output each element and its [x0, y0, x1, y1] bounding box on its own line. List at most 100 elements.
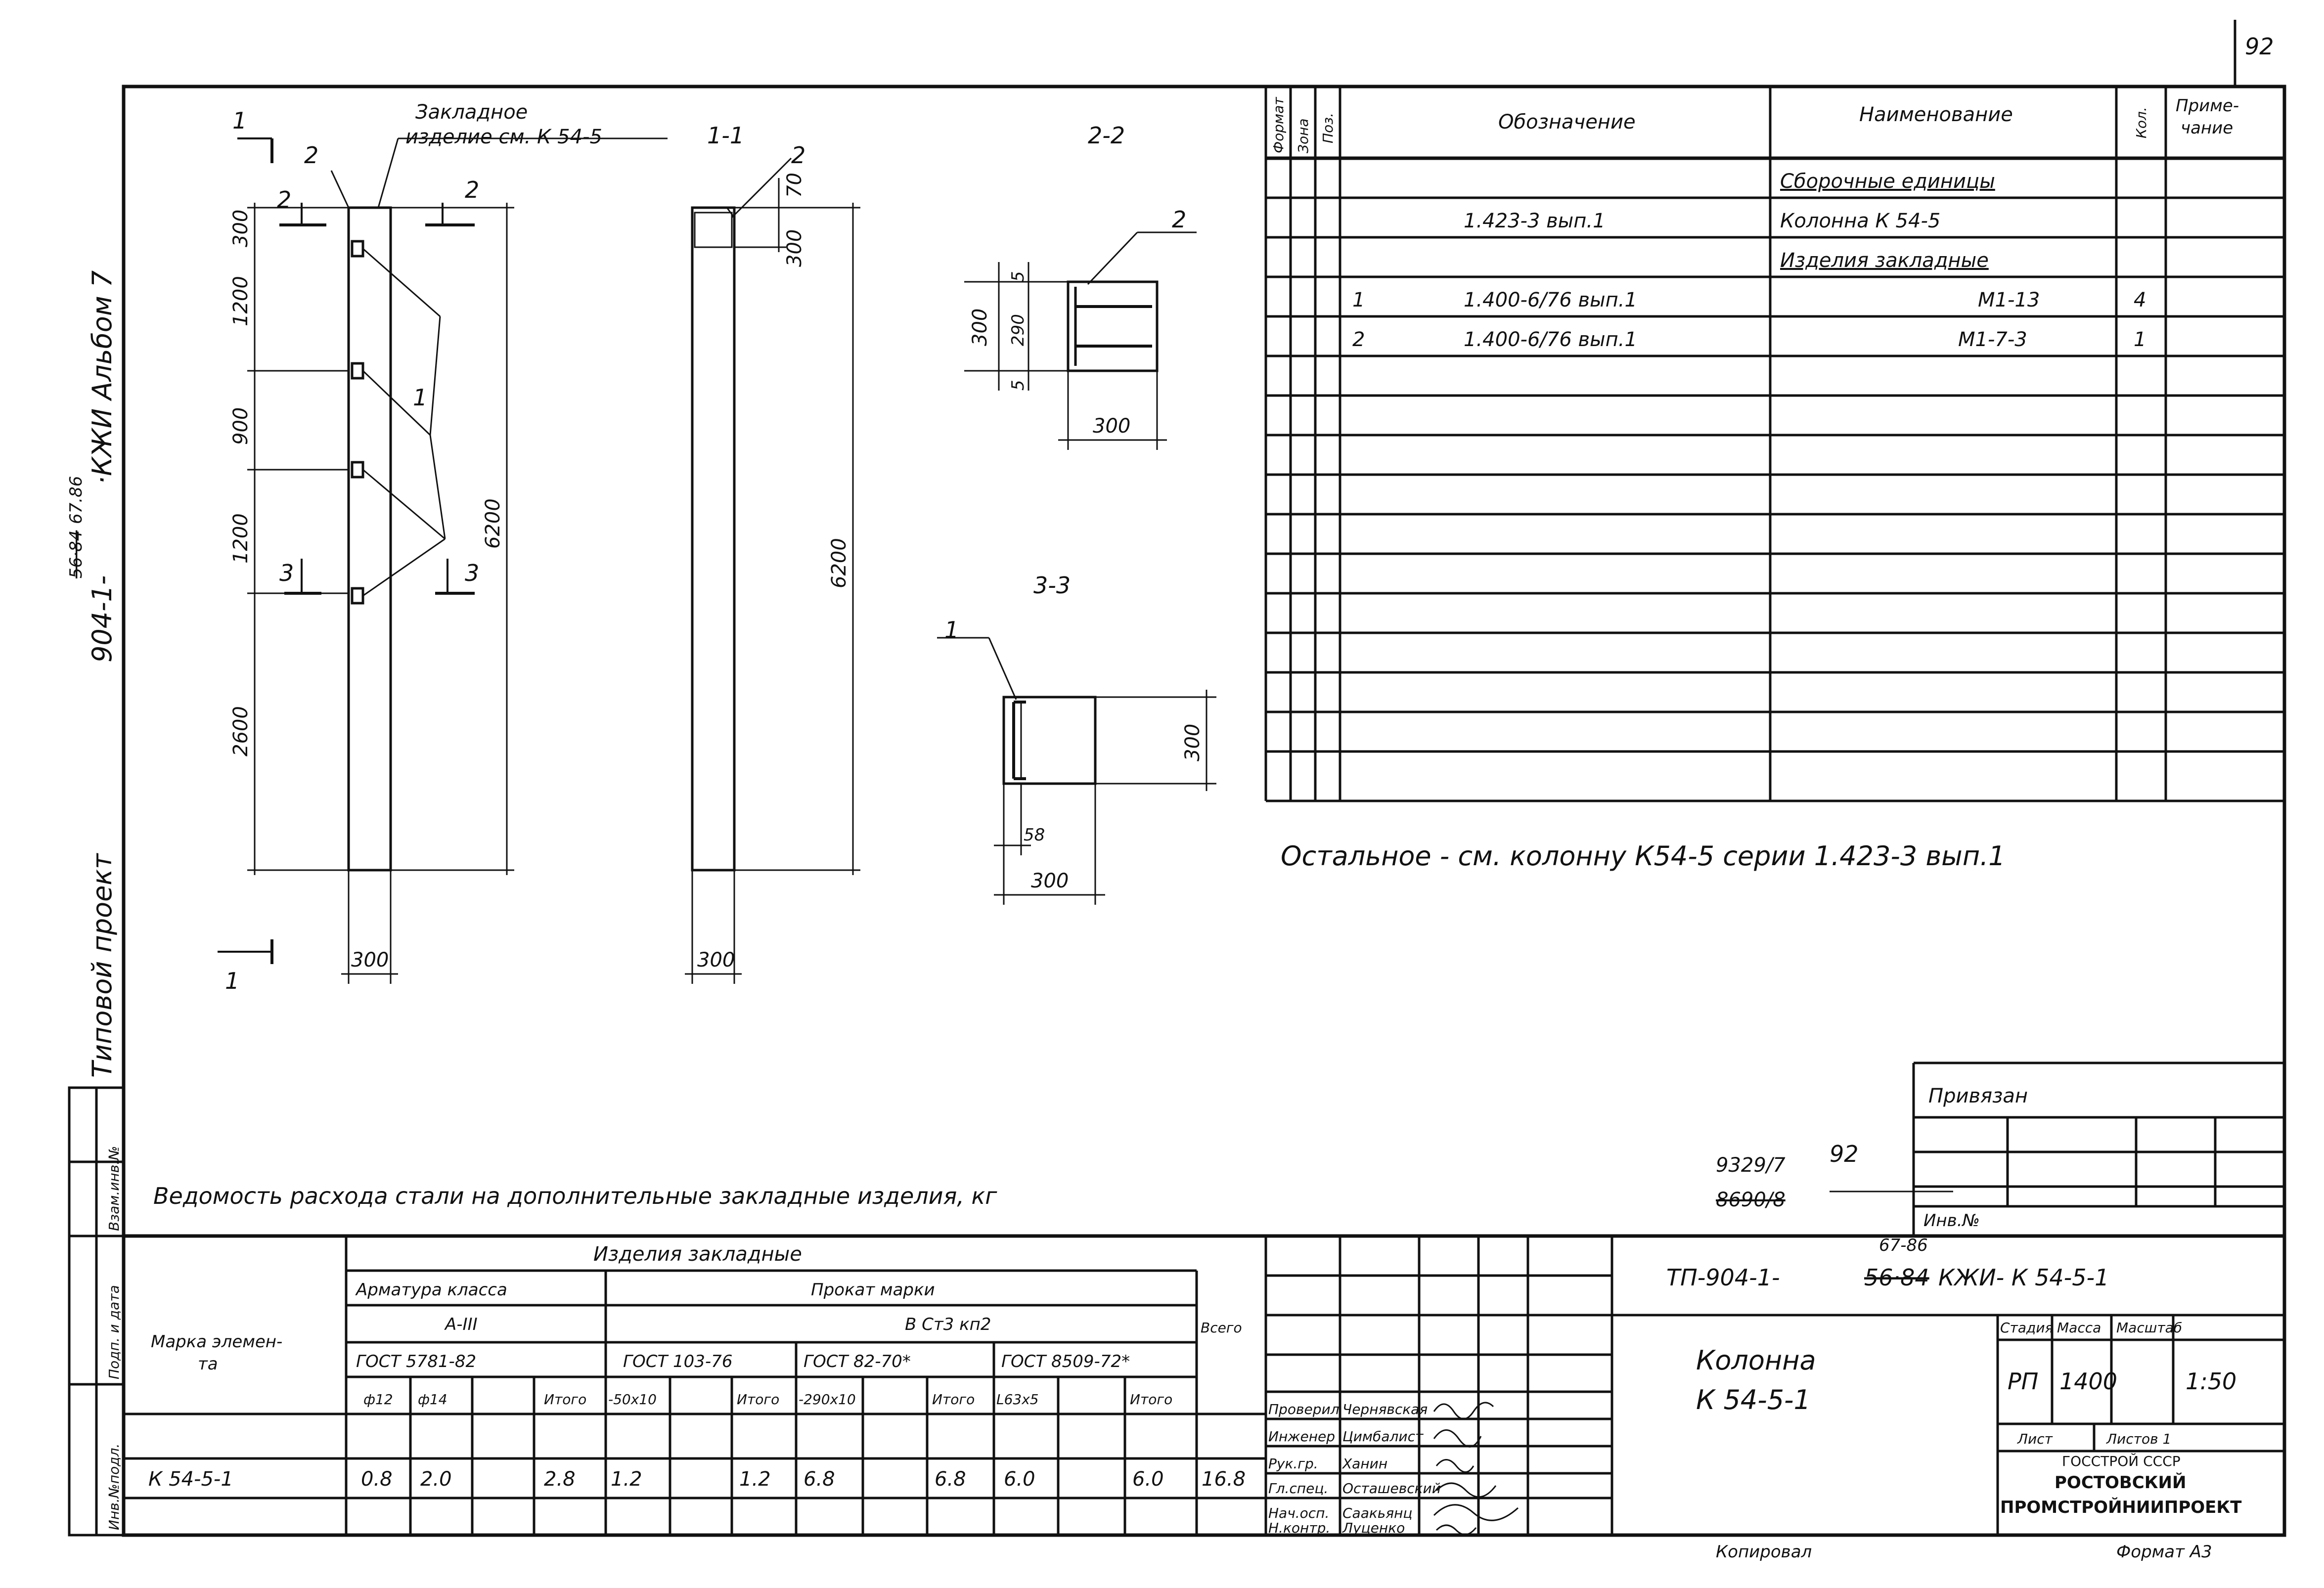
cut-mark-3-right: 3 [465, 560, 479, 586]
scale-value: 1:50 [2186, 1368, 2236, 1395]
spec-row-5-name: М1-7-3 [1958, 328, 2027, 351]
title-code-old: 56·84 [1864, 1264, 1929, 1291]
sheet-number: 92 [2245, 33, 2274, 60]
role-2: Рук.гр. [1268, 1456, 1318, 1472]
spec-row-2-name: Колонна К 54-5 [1780, 210, 1940, 232]
archive-num-new: 9329/7 [1716, 1154, 1786, 1177]
dim-s33-300v: 300 [1181, 724, 1204, 761]
title-code-suffix: КЖИ- К 54-5-1 [1938, 1264, 2109, 1291]
left-stamp-inv: Инв.№подл. [106, 1444, 122, 1530]
steel-gost-b: ГОСТ 82-70* [804, 1352, 911, 1371]
pos-label-2-elev: 2 [304, 142, 318, 169]
section-3-3 [1002, 696, 1097, 785]
side-label-series-new: 67.86 [66, 476, 86, 524]
steel-row-v4: 2.8 [544, 1468, 576, 1491]
pos-label-1-s33: 1 [944, 617, 959, 643]
cut-mark-3-left: 3 [279, 560, 294, 586]
dim-s33-58: 58 [1024, 825, 1045, 845]
dim-elev-2600: 2600 [229, 706, 252, 756]
dim-s11-width: 300 [697, 949, 735, 971]
left-stamp-replace: Взам.инв.№ [106, 1146, 122, 1231]
dim-elev-width: 300 [351, 949, 389, 971]
spec-row-1-name: Сборочные единицы [1780, 170, 1995, 193]
dim-s33-300h: 300 [1031, 870, 1069, 892]
role-4: Нач.осп. [1268, 1505, 1329, 1521]
org-line-1: ГОССТРОЙ СССР [2062, 1453, 2181, 1469]
mass-label: Масса [2057, 1320, 2101, 1336]
dim-elev-1200a: 1200 [229, 276, 252, 326]
dim-s11-300: 300 [783, 229, 806, 267]
dim-elev-900: 900 [229, 407, 252, 445]
section-1-1-title: 1-1 [707, 122, 744, 149]
steel-sub-9: Итого [932, 1391, 975, 1408]
steel-row-v8: 6.8 [804, 1468, 835, 1491]
role-name-0: Чернявская [1342, 1401, 1428, 1417]
steel-rebar-gost: ГОСТ 5781-82 [356, 1352, 476, 1371]
spec-row-2-designation: 1.423-3 вып.1 [1464, 210, 1606, 232]
spec-row-4-pos: 1 [1352, 289, 1365, 311]
dim-s22-300h: 300 [1093, 415, 1130, 438]
embedded-note-line1: Закладное [415, 101, 528, 124]
left-stamp-sign: Подп. и дата [106, 1285, 122, 1379]
role-1: Инженер [1268, 1428, 1335, 1445]
mass-value: 1400 [2059, 1368, 2117, 1395]
scale-label: Масштаб [2116, 1320, 2182, 1336]
steel-row-v5: 1.2 [611, 1468, 642, 1491]
spec-header-zone: Зона [1295, 118, 1311, 153]
sheet-frame [122, 85, 2286, 1537]
steel-sub-6: Итого [737, 1391, 779, 1408]
steel-sub-1: ф14 [418, 1391, 447, 1408]
pos-label-1-elev: 1 [413, 384, 427, 411]
stage-value: РП [2008, 1368, 2038, 1395]
steel-table-title: Ведомость расхода стали на дополнительны… [153, 1183, 997, 1209]
spec-row-3-name: Изделия закладные [1780, 249, 1989, 272]
spec-header-qty: Кол. [2133, 107, 2149, 138]
pos-label-2-s22: 2 [1172, 206, 1186, 233]
steel-gost-c: ГОСТ 8509-72* [1001, 1352, 1130, 1371]
steel-row-v11: 6.0 [1004, 1468, 1035, 1491]
role-name-2: Ханин [1341, 1456, 1387, 1472]
side-label-series-old: 56·84 [66, 530, 86, 578]
spec-header-note-1: Приме- [2176, 96, 2239, 116]
role-0: Проверил [1268, 1401, 1340, 1417]
role-name-1: Цимбалист [1342, 1428, 1424, 1445]
title-name-2: К 54-5-1 [1696, 1384, 1811, 1415]
spec-table-grid [1264, 87, 2284, 802]
column-elevation [347, 206, 392, 872]
org-line-2: РОСТОВСКИЙ [2055, 1472, 2186, 1493]
dim-elev-6200: 6200 [482, 498, 504, 549]
spec-row-4-qty: 4 [2134, 289, 2146, 311]
format-label: Формат А3 [2116, 1542, 2212, 1562]
copied-label: Копировал [1716, 1542, 1812, 1562]
dim-s22-300v: 300 [969, 309, 991, 346]
steel-sub-7: -290х10 [799, 1391, 856, 1408]
cut-mark-2-left: 2 [277, 186, 291, 213]
left-stamp-labels: Инв.№подл. Подп. и дата Взам.инв.№ [106, 1146, 122, 1530]
spec-row-5-designation: 1.400-6/76 вып.1 [1464, 328, 1637, 351]
steel-sub-10: L63х5 [996, 1391, 1039, 1408]
spec-row-5-pos: 2 [1352, 328, 1365, 351]
steel-rolled: Прокат марки [811, 1280, 935, 1300]
section-3-3-title: 3-3 [1033, 572, 1071, 599]
steel-sub-3: Итого [544, 1391, 586, 1408]
steel-rebar-class: А-III [444, 1315, 478, 1334]
title-code-prefix: ТП-904-1- [1666, 1264, 1780, 1291]
steel-rolled-grade: В Ст3 кп2 [905, 1315, 991, 1334]
steel-sub-12: Итого [1130, 1391, 1172, 1408]
steel-row-v14: 16.8 [1202, 1468, 1246, 1491]
steel-row-v2: 2.0 [420, 1468, 452, 1491]
side-label-prefix: Типовой проект [87, 853, 118, 1078]
role-name-5: Луценко [1342, 1520, 1405, 1536]
steel-col-mark-2: та [198, 1354, 218, 1374]
steel-rebar: Арматура класса [355, 1280, 507, 1300]
spec-header-note-2: чание [2181, 118, 2233, 138]
section-2-2-title: 2-2 [1088, 122, 1125, 149]
side-label-series: 904-1- [87, 575, 118, 662]
dim-s22-290: 290 [1008, 314, 1028, 346]
sheets-label: Листов 1 [2106, 1431, 2171, 1447]
spec-row-4-name: М1-13 [1978, 289, 2040, 311]
steel-total-label: Всего [1201, 1320, 1242, 1336]
steel-sub-0: ф12 [363, 1391, 393, 1408]
spec-row-4-designation: 1.400-6/76 вып.1 [1464, 289, 1637, 311]
steel-row-v10: 6.8 [935, 1468, 966, 1491]
